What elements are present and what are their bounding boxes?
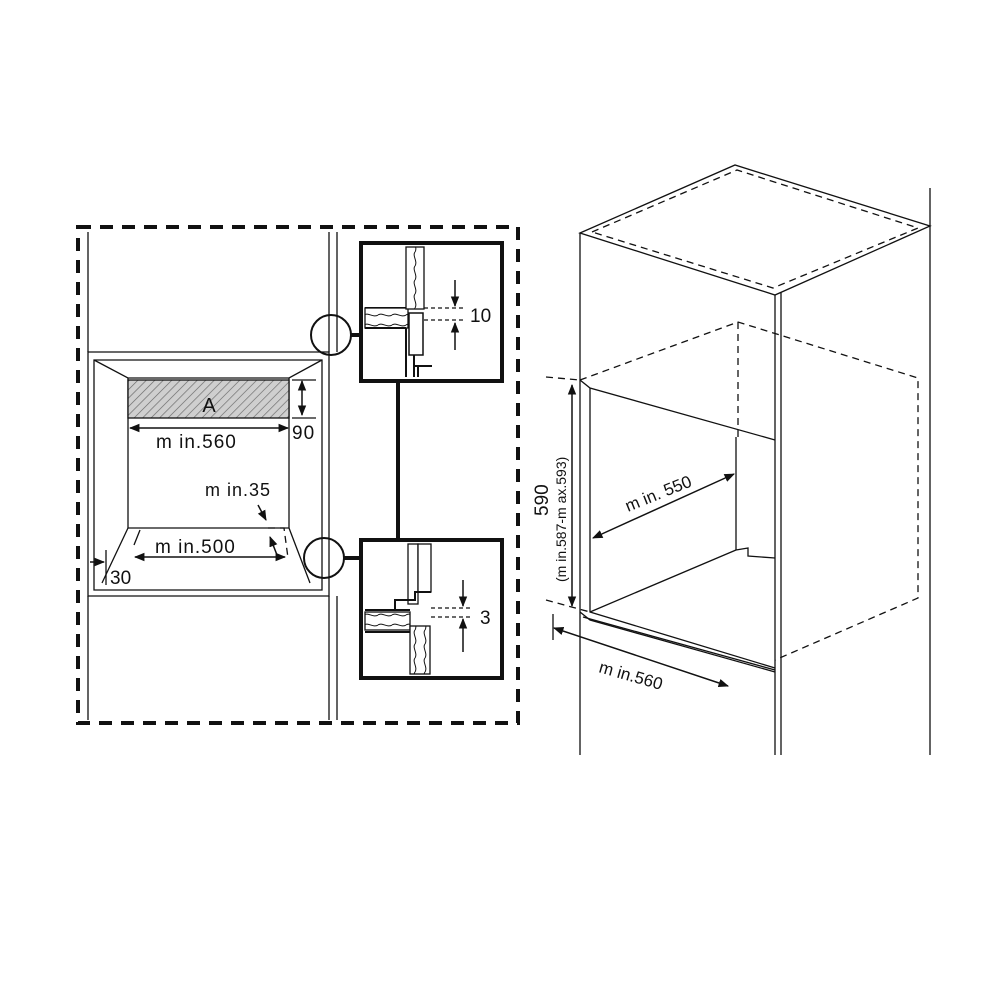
label-a: A [202,395,216,417]
ventilation-opening-a [127,379,290,419]
detail-bottom: 3 [359,538,504,680]
dim-width: m in.560 [597,658,665,694]
detail-bottom-gap: 3 [480,608,491,629]
dim-height-range: (m in.587-m ax.593) [553,457,569,582]
outer-cabinet-outline [76,225,520,725]
cabinet-perspective-view: 590 (m in.587-m ax.593) m in. 550 m in.5… [532,164,932,755]
callout-circle-bottom [303,537,345,579]
dim-width-bottom: m in.500 [155,537,236,558]
detail-top: 10 [359,241,504,383]
dim-side-gap: m in.35 [205,480,271,500]
dim-height-a: 90 [292,423,315,444]
callout-circle-top [310,314,352,356]
cabinet-top [578,164,932,296]
dim-bottom-offset: 30 [110,568,131,589]
niche-frame [87,351,330,597]
front-installation-view: A 90 m in.560 m in.35 m in.500 30 [76,225,520,725]
dim-height-main: 590 [532,484,553,516]
dim-width-top: m in.560 [156,432,237,453]
detail-top-gap: 10 [470,306,491,327]
